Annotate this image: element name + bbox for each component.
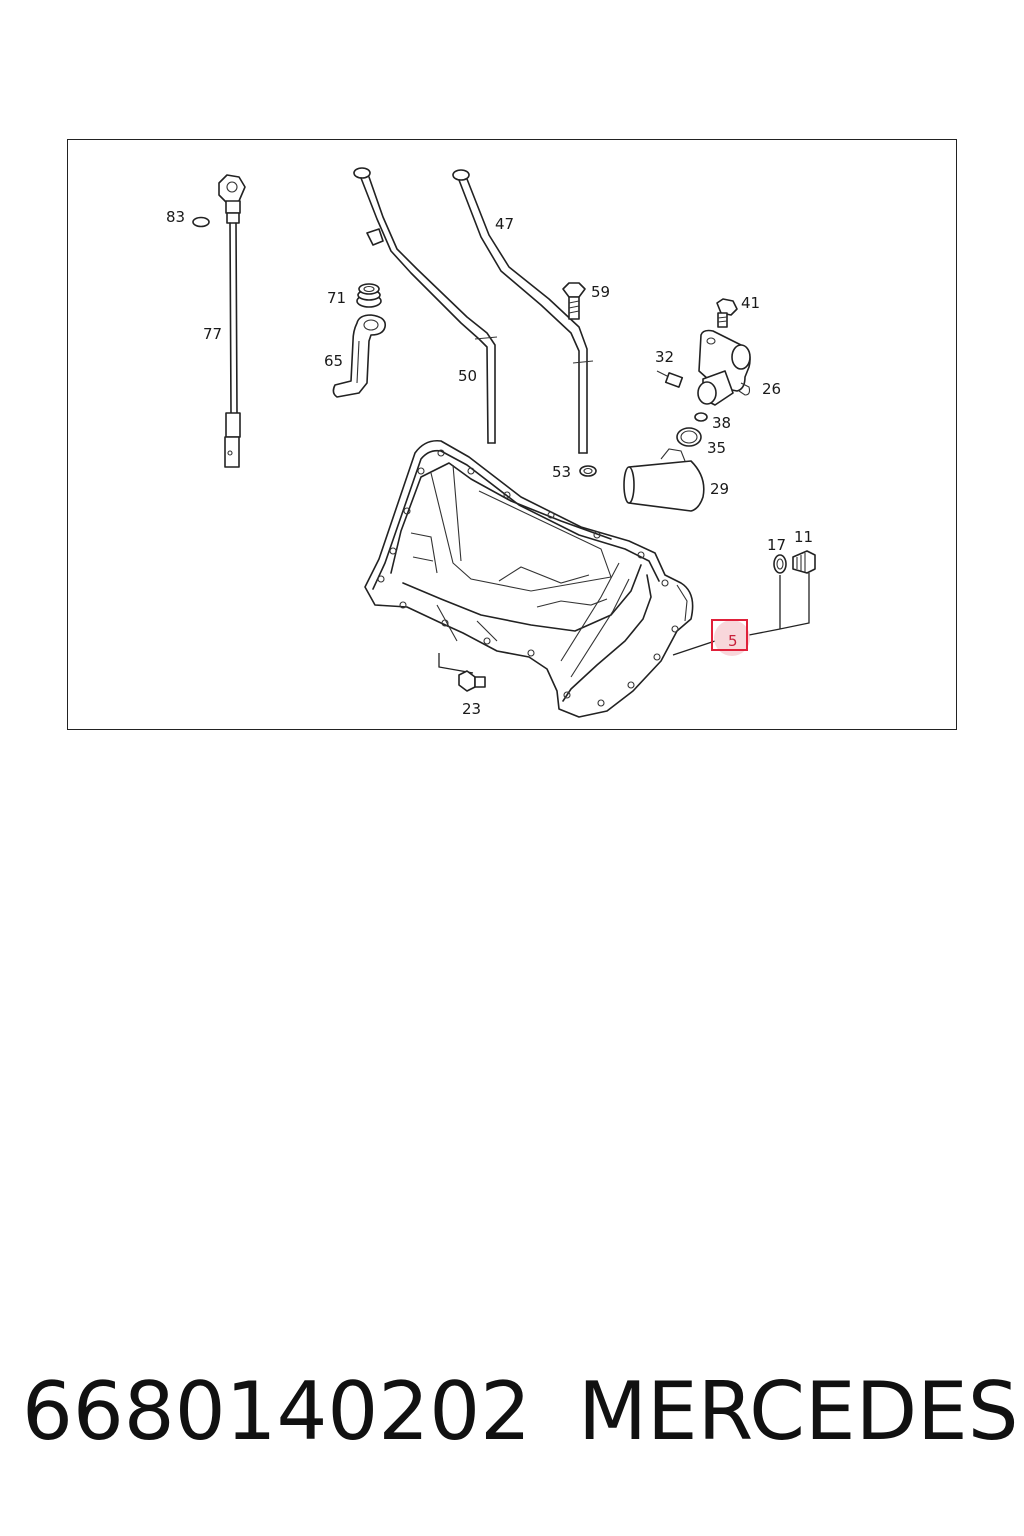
- callout-77: 77: [203, 325, 222, 343]
- callout-26: 26: [762, 380, 781, 398]
- part-47-guide-tube[interactable]: [452, 169, 594, 454]
- part-50-guide-tube[interactable]: [353, 167, 498, 444]
- highlight-callout-5[interactable]: [711, 619, 750, 656]
- part-29-cylinder[interactable]: [623, 448, 705, 512]
- part-71-grommet[interactable]: [356, 283, 382, 308]
- part-41-bolt[interactable]: [716, 298, 738, 328]
- part-5-oil-pan[interactable]: [364, 439, 694, 718]
- part-35-seal-ring[interactable]: [676, 427, 702, 447]
- callout-47: 47: [495, 215, 514, 233]
- part-17-sealing-washer[interactable]: [773, 554, 787, 574]
- part-77-dipstick[interactable]: [218, 174, 246, 468]
- callout-50: 50: [458, 367, 477, 385]
- part-26-sensor-adapter[interactable]: [697, 329, 751, 406]
- part-83-seal-ring[interactable]: [192, 216, 210, 228]
- callout-59: 59: [591, 283, 610, 301]
- callout-65: 65: [324, 352, 343, 370]
- parts-diagram: 83 77 71 65 50 47 59 41 32 26 38 35 53 2…: [166, 167, 816, 718]
- leader-5: [672, 640, 716, 656]
- callout-41: 41: [741, 294, 760, 312]
- part-65-bracket[interactable]: [332, 314, 387, 398]
- part-number: 6680140202: [22, 1365, 531, 1458]
- callout-83: 83: [166, 208, 185, 226]
- callout-23: 23: [462, 700, 481, 718]
- callout-38: 38: [712, 414, 731, 432]
- callout-53: 53: [552, 463, 571, 481]
- part-11-drain-plug[interactable]: [792, 550, 816, 574]
- callout-29: 29: [710, 480, 729, 498]
- callout-71: 71: [327, 289, 346, 307]
- callout-32: 32: [655, 348, 674, 366]
- part-59-bolt[interactable]: [562, 282, 586, 320]
- brand-name: MERCEDES: [578, 1365, 1019, 1458]
- leader-11-17-to-5: [748, 573, 810, 636]
- part-32-pin[interactable]: [656, 370, 684, 388]
- callout-17: 17: [767, 536, 786, 554]
- callout-11: 11: [794, 528, 813, 546]
- callout-35: 35: [707, 439, 726, 457]
- part-53-seal-ring[interactable]: [579, 465, 597, 477]
- part-23-bolt[interactable]: [438, 653, 486, 692]
- callout-5: 5: [728, 632, 738, 650]
- part-38-o-ring[interactable]: [694, 412, 708, 422]
- footer-caption: 6680140202 MERCEDES: [0, 1365, 1024, 1475]
- parts-diagram-frame: 83 77 71 65 50 47 59 41 32 26 38 35 53 2…: [67, 139, 957, 730]
